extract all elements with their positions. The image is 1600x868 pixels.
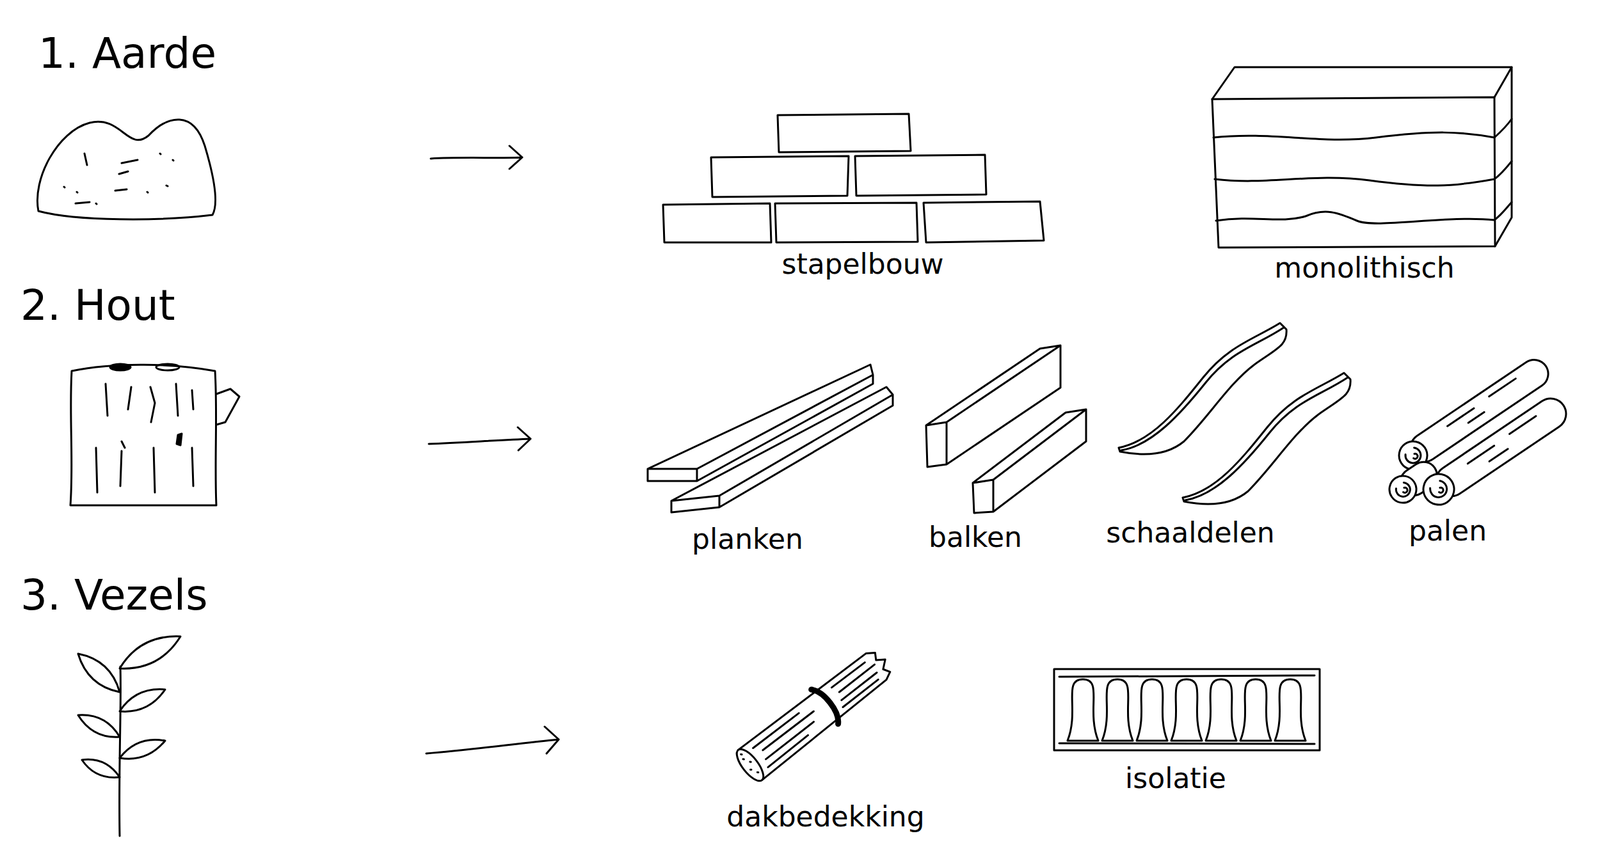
- brick: [923, 201, 1044, 243]
- insulation: [1054, 669, 1320, 751]
- insulation-pattern: [1067, 679, 1306, 742]
- beams: [926, 345, 1087, 514]
- block-top: [1212, 67, 1512, 100]
- earth-heap: [37, 119, 216, 220]
- bark-mark: [176, 433, 182, 446]
- bark-lines: [96, 384, 194, 493]
- leaf: [81, 759, 120, 778]
- slabs: [1118, 323, 1351, 505]
- stump-knot: [156, 364, 180, 371]
- planks: [647, 364, 893, 513]
- brick: [777, 113, 911, 153]
- bundle-body: [738, 644, 898, 781]
- monolithic-block: [1212, 67, 1512, 248]
- leaf: [119, 740, 166, 760]
- block-side: [1495, 67, 1512, 247]
- bundle-end: [732, 745, 768, 786]
- log-end: [1417, 468, 1461, 512]
- plant: [78, 636, 181, 837]
- stump-knot: [110, 364, 131, 371]
- leaf: [119, 636, 181, 669]
- brick: [711, 156, 849, 198]
- thatch-bundle: [730, 642, 900, 788]
- slab-outline: [1182, 373, 1351, 505]
- brick-stack: [663, 113, 1044, 243]
- material-label: schaaldelen: [1105, 517, 1275, 550]
- arrows: [426, 145, 559, 754]
- logs: [1384, 354, 1572, 511]
- slab: [1182, 373, 1351, 505]
- material-label: stapelbouw: [781, 248, 944, 281]
- bundle-end-dots: [739, 752, 759, 776]
- earth-marks: [64, 153, 174, 205]
- material-label: isolatie: [1125, 762, 1227, 796]
- bundle-band: [811, 686, 844, 725]
- insulation-outline: [1054, 669, 1320, 751]
- slab-edge: [1121, 327, 1284, 451]
- tree-stump: [70, 364, 240, 506]
- block-front: [1212, 97, 1496, 248]
- block-layers: [1213, 119, 1512, 224]
- bundle-fibres: [753, 657, 885, 768]
- plank: [671, 387, 893, 513]
- leaf: [78, 654, 120, 693]
- material-label: balken: [928, 521, 1023, 555]
- beam: [972, 409, 1087, 514]
- brick: [855, 154, 987, 196]
- material-label: palen: [1408, 515, 1487, 548]
- insulation-inner: [1059, 675, 1315, 745]
- log-rings: [1393, 481, 1413, 500]
- earth-outline: [37, 119, 216, 220]
- arrow-2: [428, 427, 531, 451]
- stump-branch: [216, 389, 240, 425]
- row-heading: 1. Aarde: [38, 29, 217, 79]
- leaf: [119, 689, 166, 713]
- row-heading: 2. Hout: [20, 281, 176, 331]
- log-end: [1384, 471, 1422, 509]
- arrow-3: [426, 727, 559, 754]
- row-heading: 3. Vezels: [20, 571, 208, 621]
- brick: [775, 202, 918, 243]
- stump-body: [70, 364, 217, 506]
- material-label: monolithisch: [1274, 252, 1455, 285]
- material-label: planken: [691, 523, 804, 557]
- log: [1417, 392, 1573, 512]
- log-rings: [1428, 479, 1451, 501]
- bark-lines: [1466, 416, 1543, 473]
- brick: [663, 203, 772, 243]
- slab-edge: [1185, 377, 1348, 501]
- arrow-1: [430, 145, 523, 169]
- material-label: dakbedekking: [726, 801, 925, 834]
- leaf: [78, 715, 120, 738]
